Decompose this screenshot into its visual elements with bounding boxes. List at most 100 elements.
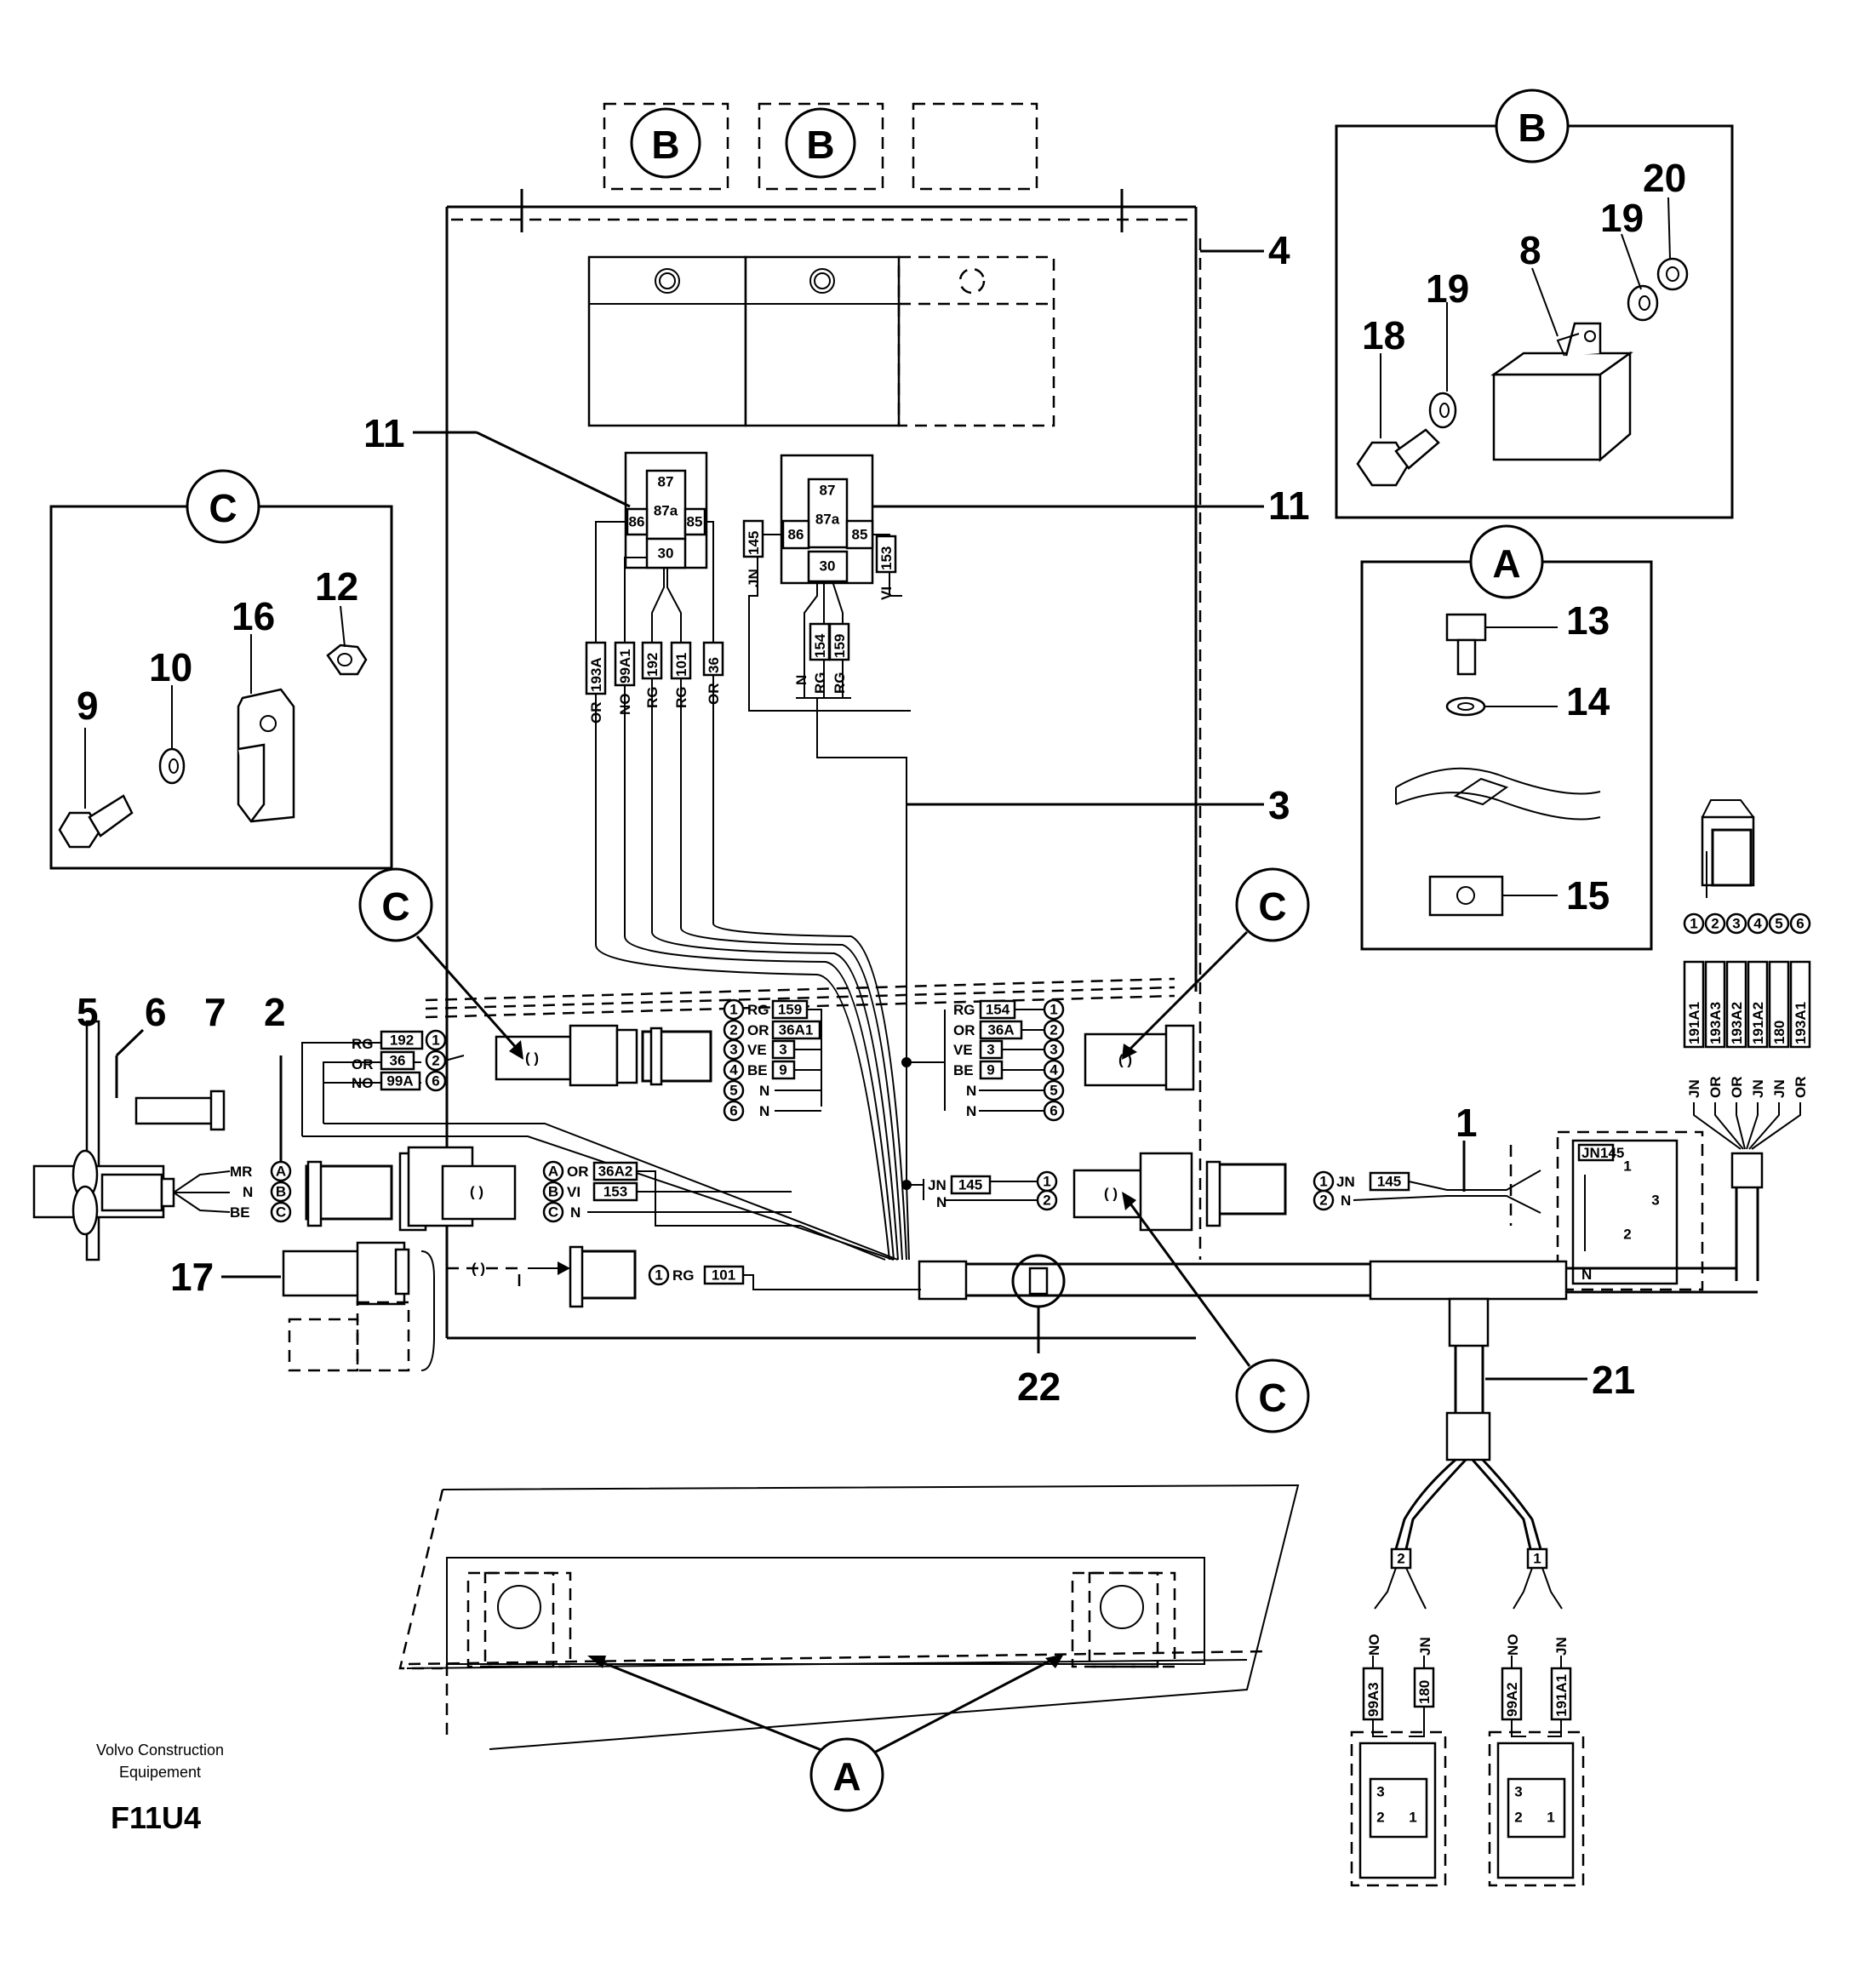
svg-text:N: N <box>966 1083 976 1099</box>
plug-pin-numbers: 1 2 3 4 5 6 <box>1683 912 1811 935</box>
connector-left-b: 1 RG 159 2 OR 36A1 3 VE 3 4 BE 9 5 N 6 N <box>723 998 822 1122</box>
svg-text:191A1: 191A1 <box>1686 1002 1702 1044</box>
part-17: ( ) 1 RG 101 <box>282 1241 921 1372</box>
svg-text:153: 153 <box>878 546 895 570</box>
svg-text:193A1: 193A1 <box>1793 1002 1809 1044</box>
svg-text:OR: OR <box>352 1056 374 1072</box>
svg-text:1: 1 <box>432 1032 439 1049</box>
detail-box-a: A <box>1360 524 1653 951</box>
svg-text:87: 87 <box>820 483 836 499</box>
svg-text:1: 1 <box>1050 1002 1057 1018</box>
svg-text:1: 1 <box>1043 1174 1050 1190</box>
svg-text:C: C <box>276 1204 286 1221</box>
svg-text:8: 8 <box>1519 228 1541 272</box>
svg-text:1: 1 <box>1623 1158 1631 1175</box>
svg-text:145: 145 <box>958 1177 982 1193</box>
svg-text:A: A <box>548 1164 558 1180</box>
svg-text:VE: VE <box>747 1042 767 1058</box>
svg-text:30: 30 <box>820 558 836 575</box>
svg-text:15: 15 <box>1566 873 1610 918</box>
svg-text:JN: JN <box>1750 1079 1766 1098</box>
svg-text:101: 101 <box>712 1267 735 1284</box>
svg-text:11: 11 <box>363 411 405 455</box>
svg-text:86: 86 <box>629 514 645 530</box>
svg-text:36A: 36A <box>987 1022 1014 1038</box>
svg-text:3: 3 <box>1514 1784 1522 1800</box>
svg-text:36A2: 36A2 <box>598 1164 633 1180</box>
detail-box-c: C <box>49 469 393 870</box>
svg-text:17: 17 <box>170 1255 214 1299</box>
svg-text:RG: RG <box>747 1002 769 1018</box>
connector-left-a: RG 192 1 OR 36 2 NO 99A 6 ( ) <box>301 1024 899 1261</box>
svg-text:9: 9 <box>77 683 99 728</box>
detail-box-b: B <box>1335 89 1734 519</box>
svg-text:87a: 87a <box>654 503 678 519</box>
svg-text:OR: OR <box>588 702 604 724</box>
svg-text:153: 153 <box>603 1184 627 1200</box>
svg-text:VI: VI <box>567 1184 581 1200</box>
svg-text:RG: RG <box>812 672 828 695</box>
svg-text:A: A <box>276 1164 286 1180</box>
svg-text:RG: RG <box>352 1036 374 1052</box>
svg-text:JN: JN <box>1417 1637 1433 1656</box>
svg-text:RG: RG <box>672 1267 695 1284</box>
svg-text:N: N <box>759 1083 769 1099</box>
svg-text:RG: RG <box>953 1002 975 1018</box>
svg-text:B: B <box>548 1184 558 1200</box>
svg-text:( ): ( ) <box>525 1050 539 1067</box>
svg-text:N: N <box>966 1103 976 1119</box>
svg-text:OR: OR <box>1793 1077 1809 1099</box>
svg-text:13: 13 <box>1566 598 1610 643</box>
svg-text:4: 4 <box>1268 228 1290 272</box>
relay-left-wires: 193A OR 99A1 NO 192 RG 101 RG 36 OR <box>585 521 724 945</box>
svg-text:JN: JN <box>1686 1079 1702 1098</box>
svg-text:N: N <box>570 1204 581 1221</box>
svg-text:9: 9 <box>987 1062 994 1078</box>
connector-mid: JN 145 1 N 2 ( ) 1 JN 145 2 N <box>901 1152 1541 1232</box>
svg-text:A: A <box>1492 541 1520 586</box>
svg-text:19: 19 <box>1600 196 1644 240</box>
svg-text:6: 6 <box>1796 916 1804 932</box>
svg-text:NO: NO <box>617 694 633 716</box>
svg-text:192: 192 <box>644 653 661 677</box>
svg-text:20: 20 <box>1643 156 1686 200</box>
svg-text:2: 2 <box>1397 1551 1404 1567</box>
svg-text:154: 154 <box>812 633 828 658</box>
svg-text:2: 2 <box>1050 1022 1057 1038</box>
svg-text:2: 2 <box>729 1022 737 1038</box>
bottom-plugs: 2 1 NO JN NO JN 99A3 180 99A2 191A1 3 2 … <box>1350 1547 1585 1887</box>
svg-text:1: 1 <box>1409 1810 1416 1826</box>
svg-text:B: B <box>276 1184 286 1200</box>
svg-text:99A2: 99A2 <box>1504 1682 1520 1717</box>
svg-text:1: 1 <box>1547 1810 1554 1826</box>
main-panel <box>445 189 1264 1340</box>
svg-text:16: 16 <box>232 594 275 638</box>
svg-text:159: 159 <box>832 634 848 658</box>
svg-text:( ): ( ) <box>1104 1186 1118 1202</box>
svg-text:N: N <box>793 675 809 685</box>
svg-text:85: 85 <box>687 514 703 530</box>
svg-text:6: 6 <box>1050 1103 1057 1119</box>
svg-text:4: 4 <box>1050 1062 1058 1078</box>
svg-text:5: 5 <box>77 990 99 1034</box>
label-b2: B <box>806 123 834 167</box>
bottom-plate <box>398 1484 1300 1755</box>
svg-text:3: 3 <box>1268 783 1290 827</box>
relay-right-wires: 145 JN 153 VI 154 159 N RG RG <box>742 519 1247 1183</box>
svg-text:7: 7 <box>204 990 226 1034</box>
svg-text:BE: BE <box>747 1062 768 1078</box>
svg-text:154: 154 <box>986 1002 1010 1018</box>
svg-text:36A1: 36A1 <box>779 1022 814 1038</box>
svg-text:JN: JN <box>1581 1145 1600 1161</box>
svg-text:6: 6 <box>145 990 167 1034</box>
svg-text:N: N <box>759 1103 769 1119</box>
svg-text:1: 1 <box>655 1267 662 1284</box>
c-callouts: C C C A <box>358 867 1310 1812</box>
svg-text:193A2: 193A2 <box>1729 1002 1745 1044</box>
svg-text:4: 4 <box>729 1062 738 1078</box>
svg-text:OR: OR <box>1729 1077 1745 1099</box>
svg-text:145: 145 <box>746 531 762 555</box>
figure-code: F11U4 <box>111 1800 201 1835</box>
svg-text:2: 2 <box>1711 916 1719 932</box>
